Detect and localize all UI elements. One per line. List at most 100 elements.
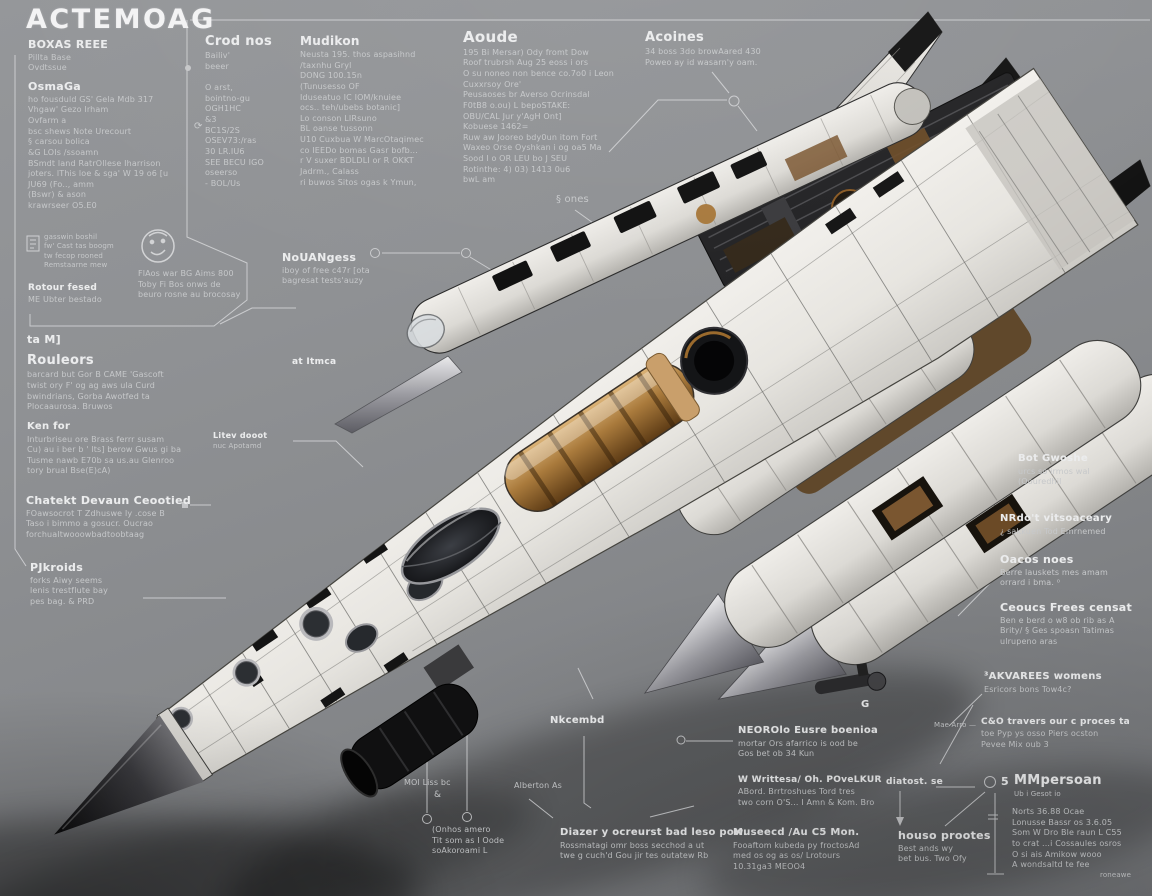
smiley-doodle-icon [141, 229, 175, 263]
annotation-line: (Tunusesso OF [300, 81, 360, 91]
annotation-line: Ovfarm a [28, 116, 67, 125]
annotation-line: OBU/CAL Jur y'AgH Ont] [463, 111, 562, 121]
annotation-line: § carsou bolica [28, 137, 90, 147]
annotation-line: med os og as os/ Lrotours [733, 851, 841, 861]
annotation-header: G [861, 699, 870, 710]
annotation-line: Roof trubrsh Aug 25 eoss i ors [463, 58, 589, 68]
upper-fuselage [406, 82, 931, 354]
annotation-sones: § ones [556, 193, 589, 206]
spacecraft [54, 67, 1152, 835]
landing-gear-detail [814, 662, 887, 695]
annotation-line: Ovdtssue [28, 63, 67, 73]
annotation-line: bet bus. Two Ofy [898, 854, 967, 864]
annotation-line: BC1S/2S [205, 125, 241, 135]
annotation-line: Brity/ § Ges spoasn Tatimas [1000, 626, 1115, 636]
annotation-header: at Itmca [292, 357, 337, 367]
annotation-line: Cuxxrsoy Ore' [463, 79, 522, 89]
annotation-header: OsmaGa [28, 80, 82, 93]
annotation-line: forks Aiwy seems [30, 575, 103, 585]
annotation-line: mortar Ors afarrico is ood be [738, 738, 858, 748]
annotation-header: Litev dooot [213, 431, 268, 440]
annotation-header: BOXAS REEE [28, 38, 109, 51]
annotation-diazer: Diazer y ocreurst bad leso pow.Rossmatag… [560, 827, 747, 862]
annotation-line: Sood I o OR LEU bo J SEU [463, 154, 568, 163]
annotation-line: FOawsocrot T Zdhuswe ly .cose B [26, 508, 165, 518]
booster-pod-a [643, 339, 1142, 694]
annotation-line: ocs.. teh/ubebs botanic] [300, 103, 401, 113]
annotation-line: Fooaftom kubeda py froctosAd [733, 840, 860, 850]
annotation-line: & [434, 790, 442, 800]
annotation-mmpersoan: MMpersoan Ub i Gesot io [1014, 773, 1102, 800]
annotation-line: Rossmatagi omr boss secchod a ut [560, 840, 705, 850]
annotation-header: Bot Gwoshe [1018, 453, 1088, 464]
annotation-line: to crat ...i Cossaules osros [1012, 838, 1122, 848]
annotation-line: Cu) au i ber b ' lts] berow Gwus gi ba [27, 445, 182, 455]
annotation-header: MMpersoan [1014, 773, 1102, 788]
annotation-line: gasswin boshil [44, 233, 98, 241]
annotation-line: Lonusse Bassr os 3.6.05 [1012, 817, 1113, 827]
annotation-line: OSEV73:/ras [205, 136, 257, 146]
annotation-line: iboy of free c47r [ota [282, 265, 370, 275]
annotation-line: Alberton As [514, 781, 562, 790]
annotation-line: Waxeo Orse Oyshkan i og oa5 Ma [463, 143, 602, 153]
annotation-header: ta M] [27, 333, 61, 346]
annotation-line: 34 boss 3do browAared 430 [645, 47, 761, 57]
annotation-header: C&O travers our c proces ta [981, 717, 1131, 727]
annotation-line: ME Ubter bestado [28, 295, 102, 305]
nose-cone [54, 707, 214, 835]
annotation-line: (Bswr) & ason [28, 190, 87, 200]
annotation-header: NEOROlo Eusre boenioa [738, 725, 879, 736]
annotation-line: F0tB8 o.ou) L bepoSTAKE: [463, 100, 571, 110]
annotation-header: 5 [1001, 775, 1009, 788]
annotation-header: Ceoucs Frees censat [1000, 601, 1133, 614]
annotation-line: DONG 100.15n [300, 71, 363, 81]
annotation-line: Poweo ay id wasarn'y oam. [645, 57, 758, 67]
annotation-line: Iduseatuo IC IOM/knuiee [300, 92, 402, 102]
cockpit-canopy [400, 506, 502, 585]
chrome-spike [334, 355, 463, 434]
annotation-line: O arst, [205, 83, 233, 93]
annotation-line: Mae Arro — [934, 721, 977, 729]
annotation-line: Best ands wy [898, 843, 954, 853]
annotation-line: Ub i Gesot io [1014, 790, 1061, 799]
booster-pod-b [717, 373, 1152, 700]
annotation-line: Plocaaurosa. Bruwos [27, 402, 113, 412]
annotation-line: BL oanse tussonn [300, 124, 373, 134]
annotation-header: Rotour fesed [28, 283, 98, 293]
main-hull [54, 67, 1139, 835]
refresh-icon: ⟳ [194, 121, 203, 132]
annotation-line: lenis trestflute bay [30, 586, 109, 596]
annotation-line: 195 Bi Mersar) Ody fromt Dow [463, 47, 589, 57]
annotation-alberton: Alberton As [514, 781, 562, 792]
annotation-neorolo: NEOROlo Eusre boenioa mortar Ors afarrico… [738, 725, 878, 760]
annotation-c6o: C&O travers our c proces ta toe Pyp ys os… [981, 717, 1130, 751]
annotation-header: Mudikon [300, 34, 360, 48]
annotation-museecd: Museecd /Au C5 Mon.Fooaftom kubeda py fr… [733, 827, 859, 872]
annotation-line: Vhgaw' Gezo Irham [28, 105, 109, 115]
annotation-line: 30 LR.IU6 [205, 146, 245, 156]
annotation-line: Gos bet ob 34 Kun [738, 749, 815, 759]
annotation-line: O su noneo non bence co.7o0 i Leon [463, 69, 614, 78]
annotation-line: co IEEDo bomas Gasr bofb... [300, 145, 418, 155]
annotation-header: Nkcembd [550, 715, 605, 726]
annotation-line: toe Pyp ys osso Piers ocston [981, 729, 1099, 739]
annotation-tam: ta M] [27, 333, 61, 348]
annotation-line: twist ory F' og ag aws ula Curd [27, 380, 156, 390]
hull-slots [249, 171, 905, 708]
annotation-line: orrard i bma. ⁰ [1000, 578, 1061, 588]
